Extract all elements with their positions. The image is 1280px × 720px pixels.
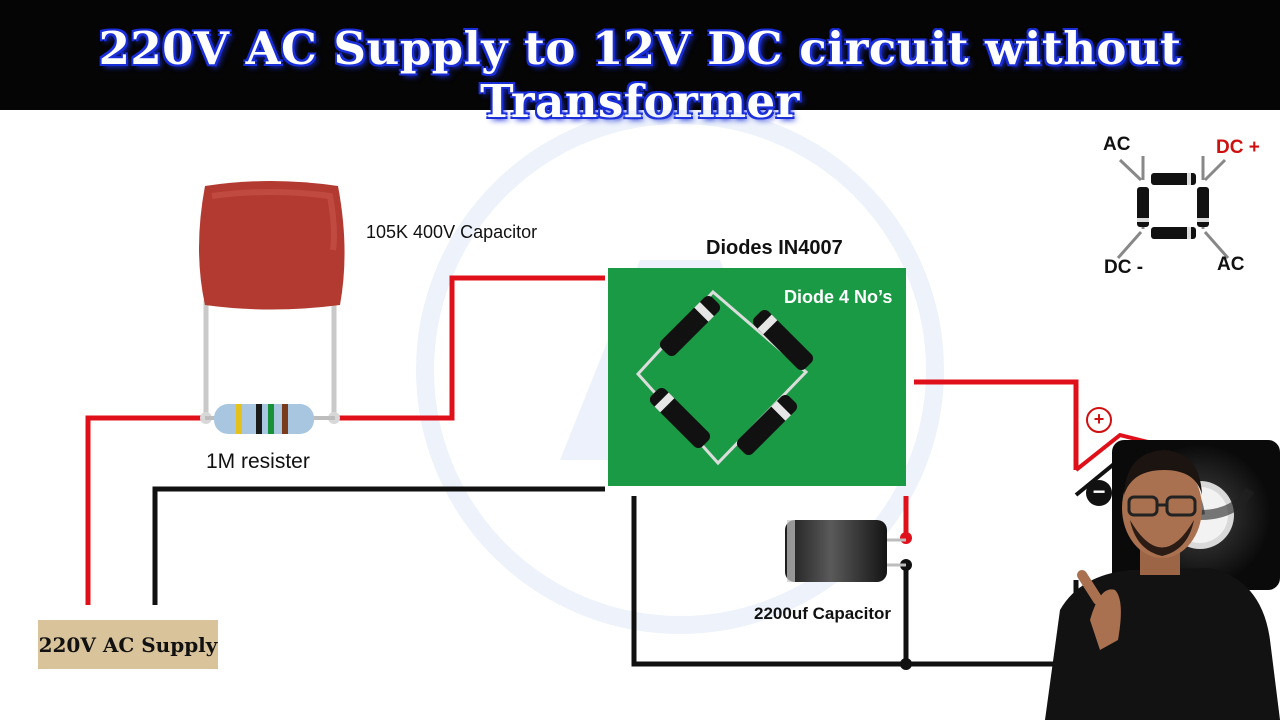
red-wire-dc-plus [914,379,1079,470]
legend-dc-minus: DC - [1104,257,1144,278]
legend-dc-plus: DC + [1216,137,1260,158]
title-bar: 220V AC Supply to 12V DC circuit without… [0,0,1280,128]
red-wire-to-bridge [335,275,605,421]
film-capacitor [199,181,345,418]
circuit-stage [0,110,1280,720]
fan-minus-marker: − [1086,480,1112,506]
film-capacitor-label: 105K 400V Capacitor [366,222,538,242]
legend-ac-top: AC [1103,134,1131,155]
diode-2 [752,309,814,371]
diodes-label: Diodes IN4007 [706,237,843,259]
presenter-person [1045,450,1280,720]
resistor [200,404,340,434]
diode-count-label: Diode 4 No’s [784,287,893,307]
junction-dot-bottom [900,658,912,670]
diode-4 [736,394,798,456]
diode-3 [649,387,711,449]
junction-dot-red [900,532,912,544]
diode-bridge-board [608,268,906,486]
page-title: 220V AC Supply to 12V DC circuit without… [98,22,1182,128]
supply-label-box: 220V AC Supply [38,620,218,669]
electrolytic-capacitor-label: 2200uf Capacitor [754,604,891,623]
black-wire-supply [152,486,605,605]
legend-ac-bottom: AC [1217,254,1245,275]
red-wire-supply [85,415,205,605]
circuit-diagram [85,110,1280,720]
bridge-rectifier-legend [1116,156,1230,259]
resistor-label: 1M resister [206,450,310,473]
fan-plus-marker: + [1086,407,1112,433]
supply-label: 220V AC Supply [38,632,218,657]
diode-1 [659,295,721,357]
electrolytic-capacitor [785,520,906,582]
